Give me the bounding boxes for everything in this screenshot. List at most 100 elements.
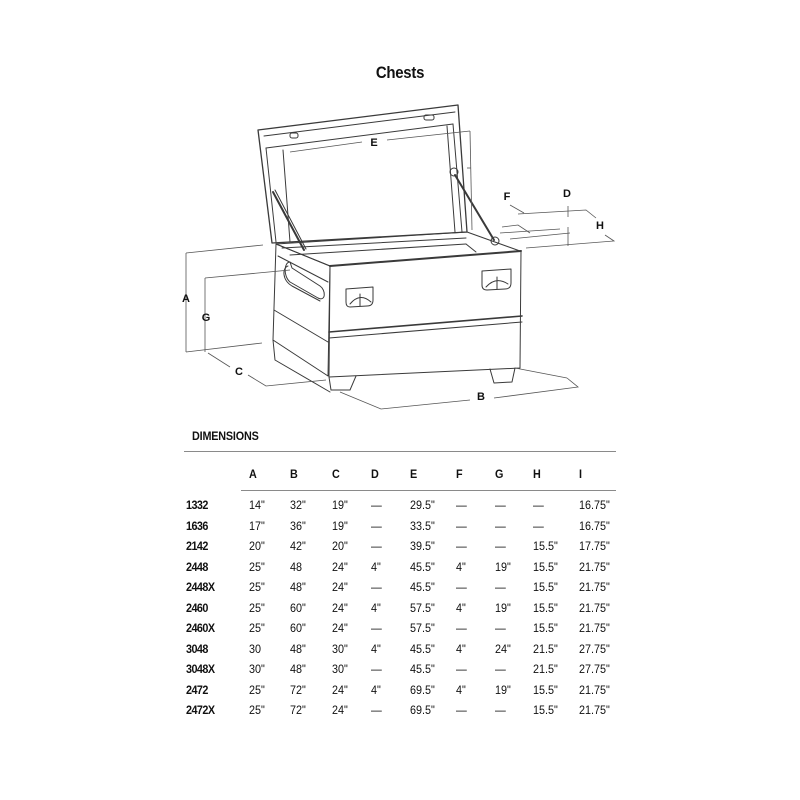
- cell-b: 48: [290, 559, 303, 574]
- cell-c: 30": [332, 641, 348, 656]
- cell-h: 21.5": [533, 662, 558, 677]
- cell-b: 72": [290, 682, 306, 697]
- cell-f: —: [456, 580, 467, 595]
- dimensions-table: A B C D E F G H I 1332 14" 32" 19" — 29.…: [186, 463, 629, 721]
- cell-b: 48": [290, 662, 306, 677]
- cell-g: —: [495, 498, 506, 513]
- cell-a: 25": [249, 600, 265, 615]
- cell-f: —: [456, 703, 467, 718]
- cell-e: 57.5": [410, 600, 435, 615]
- cell-d: —: [371, 518, 382, 533]
- cell-d: 4": [371, 559, 381, 574]
- cell-d: 4": [371, 600, 381, 615]
- cell-i: 27.75": [579, 641, 610, 656]
- cell-e: 45.5": [410, 580, 435, 595]
- column-header-a: A: [249, 467, 257, 481]
- cell-c: 24": [332, 703, 348, 718]
- table-header-row: A B C D E F G H I: [186, 463, 629, 489]
- model-cell: 2448X: [186, 580, 215, 595]
- dimension-label-f: F: [504, 191, 511, 203]
- cell-a: 25": [249, 703, 265, 718]
- cell-i: 21.75": [579, 600, 610, 615]
- dimension-label-h: H: [596, 220, 604, 232]
- cell-h: 15.5": [533, 559, 558, 574]
- table-row: 2448 25" 48 24" 4" 45.5" 4" 19" 15.5" 21…: [186, 557, 629, 578]
- cell-d: 4": [371, 682, 381, 697]
- model-cell: 2460X: [186, 621, 215, 636]
- cell-f: —: [456, 539, 467, 554]
- cell-c: 19": [332, 498, 348, 513]
- cell-b: 48": [290, 641, 306, 656]
- cell-e: 45.5": [410, 662, 435, 677]
- table-row: 3048X 30" 48" 30" — 45.5" — — 21.5" 27.7…: [186, 659, 629, 680]
- cell-i: 17.75": [579, 539, 610, 554]
- column-header-d: D: [371, 467, 379, 481]
- table-row: 2472X 25" 72" 24" — 69.5" — — 15.5" 21.7…: [186, 700, 629, 721]
- column-header-c: C: [332, 467, 340, 481]
- cell-b: 60": [290, 621, 306, 636]
- table-row: 3048 30 48" 30" 4" 45.5" 4" 24" 21.5" 27…: [186, 639, 629, 660]
- cell-a: 25": [249, 580, 265, 595]
- cell-e: 57.5": [410, 621, 435, 636]
- model-cell: 3048: [186, 641, 208, 656]
- cell-a: 20": [249, 539, 265, 554]
- cell-g: —: [495, 539, 506, 554]
- cell-d: —: [371, 580, 382, 595]
- cell-g: —: [495, 518, 506, 533]
- cell-i: 27.75": [579, 662, 610, 677]
- cell-a: 14": [249, 498, 265, 513]
- cell-b: 72": [290, 703, 306, 718]
- dimension-label-d: D: [563, 188, 571, 200]
- cell-c: 30": [332, 662, 348, 677]
- column-header-g: G: [495, 467, 504, 481]
- cell-f: 4": [456, 559, 466, 574]
- cell-i: 21.75": [579, 703, 610, 718]
- cell-h: 15.5": [533, 580, 558, 595]
- cell-g: —: [495, 703, 506, 718]
- column-header-h: H: [533, 467, 541, 481]
- cell-g: —: [495, 580, 506, 595]
- cell-b: 60": [290, 600, 306, 615]
- cell-e: 29.5": [410, 498, 435, 513]
- cell-f: —: [456, 662, 467, 677]
- cell-a: 25": [249, 682, 265, 697]
- column-header-i: I: [579, 467, 583, 481]
- cell-e: 39.5": [410, 539, 435, 554]
- cell-c: 19": [332, 518, 348, 533]
- column-header-divider: [241, 490, 616, 491]
- model-cell: 2472: [186, 682, 208, 697]
- cell-e: 69.5": [410, 703, 435, 718]
- cell-g: 24": [495, 641, 511, 656]
- cell-i: 21.75": [579, 580, 610, 595]
- table-row: 1332 14" 32" 19" — 29.5" — — — 16.75": [186, 489, 629, 516]
- cell-g: —: [495, 621, 506, 636]
- cell-h: 15.5": [533, 600, 558, 615]
- dimension-label-b: B: [477, 391, 485, 403]
- cell-b: 36": [290, 518, 306, 533]
- cell-c: 24": [332, 621, 348, 636]
- cell-b: 48": [290, 580, 306, 595]
- cell-c: 24": [332, 580, 348, 595]
- cell-f: 4": [456, 600, 466, 615]
- cell-f: —: [456, 518, 467, 533]
- model-cell: 2142: [186, 539, 208, 554]
- column-header-f: F: [456, 467, 463, 481]
- table-row: 1636 17" 36" 19" — 33.5" — — — 16.75": [186, 516, 629, 537]
- heading-divider: [184, 451, 616, 452]
- cell-g: 19": [495, 559, 511, 574]
- cell-e: 69.5": [410, 682, 435, 697]
- cell-h: 15.5": [533, 703, 558, 718]
- dimension-label-a: A: [182, 293, 190, 305]
- cell-e: 33.5": [410, 518, 435, 533]
- dimension-label-g: G: [202, 312, 211, 324]
- table-row: 2460X 25" 60" 24" — 57.5" — — 15.5" 21.7…: [186, 618, 629, 639]
- cell-i: 21.75": [579, 559, 610, 574]
- model-cell: 2460: [186, 600, 208, 615]
- cell-c: 24": [332, 600, 348, 615]
- cell-h: —: [533, 518, 544, 533]
- cell-b: 32": [290, 498, 306, 513]
- table-row: 2448X 25" 48" 24" — 45.5" — — 15.5" 21.7…: [186, 577, 629, 598]
- model-cell: 2448: [186, 559, 208, 574]
- chest-line-drawing: E A G C B F D H: [182, 104, 616, 410]
- cell-f: —: [456, 498, 467, 513]
